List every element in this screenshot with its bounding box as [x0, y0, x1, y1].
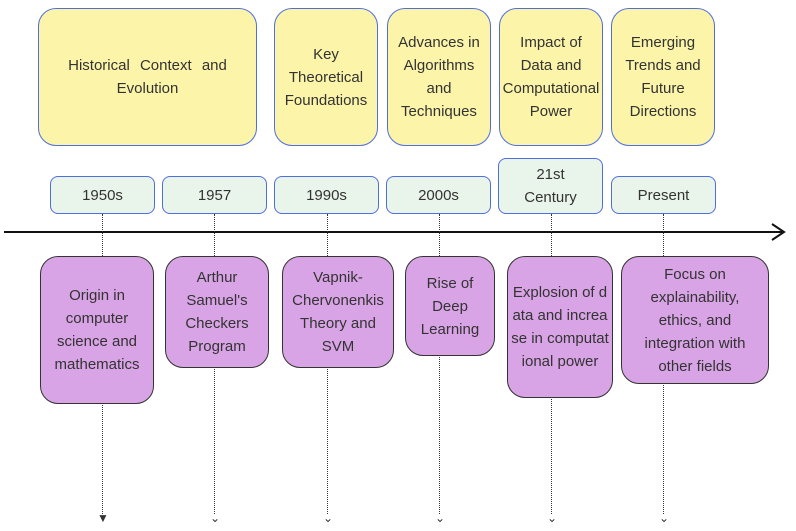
event-vapnik-chervonenkis: Vapnik-Chervonenkis Theory and SVM — [282, 256, 394, 368]
theme-key-theoretical-foundations: Key Theoretical Foundations — [274, 8, 378, 146]
arrow-down-icon: ⌄ — [322, 511, 334, 525]
arrow-down-icon: ⌄ — [546, 511, 558, 525]
theme-advances-algorithms: Advances in Algorithms and Techniques — [387, 8, 491, 146]
event-focus-explainability: Focus on explainability, ethics, and int… — [621, 256, 769, 384]
event-arthur-samuel: Arthur Samuel's Checkers Program — [165, 256, 269, 368]
theme-emerging-trends: Emerging Trends and Future Directions — [611, 8, 715, 146]
theme-historical-context: Historical Context and Evolution — [38, 8, 257, 146]
arrow-down-icon: ⌄ — [434, 511, 446, 525]
event-origin: Origin in computer science and mathemati… — [40, 256, 154, 404]
connector-2000s — [439, 214, 440, 514]
arrow-down-icon: ⌄ — [658, 511, 670, 525]
date-1990s: 1990s — [274, 176, 379, 214]
date-1957: 1957 — [162, 176, 267, 214]
date-2000s: 2000s — [386, 176, 491, 214]
event-rise-deep-learning: Rise of Deep Learning — [405, 256, 495, 356]
date-1950s: 1950s — [50, 176, 155, 214]
theme-impact-data-compute: Impact of Data and Computational Power — [499, 8, 603, 146]
date-21st-century: 21st Century — [498, 158, 603, 214]
event-explosion-of-data: Explosion of data and increase in comput… — [507, 256, 613, 398]
timeline-arrow-icon — [771, 223, 786, 241]
date-present: Present — [611, 176, 716, 214]
arrow-down-icon: ⌄ — [209, 511, 221, 525]
arrow-down-icon: ▼ — [97, 511, 109, 525]
